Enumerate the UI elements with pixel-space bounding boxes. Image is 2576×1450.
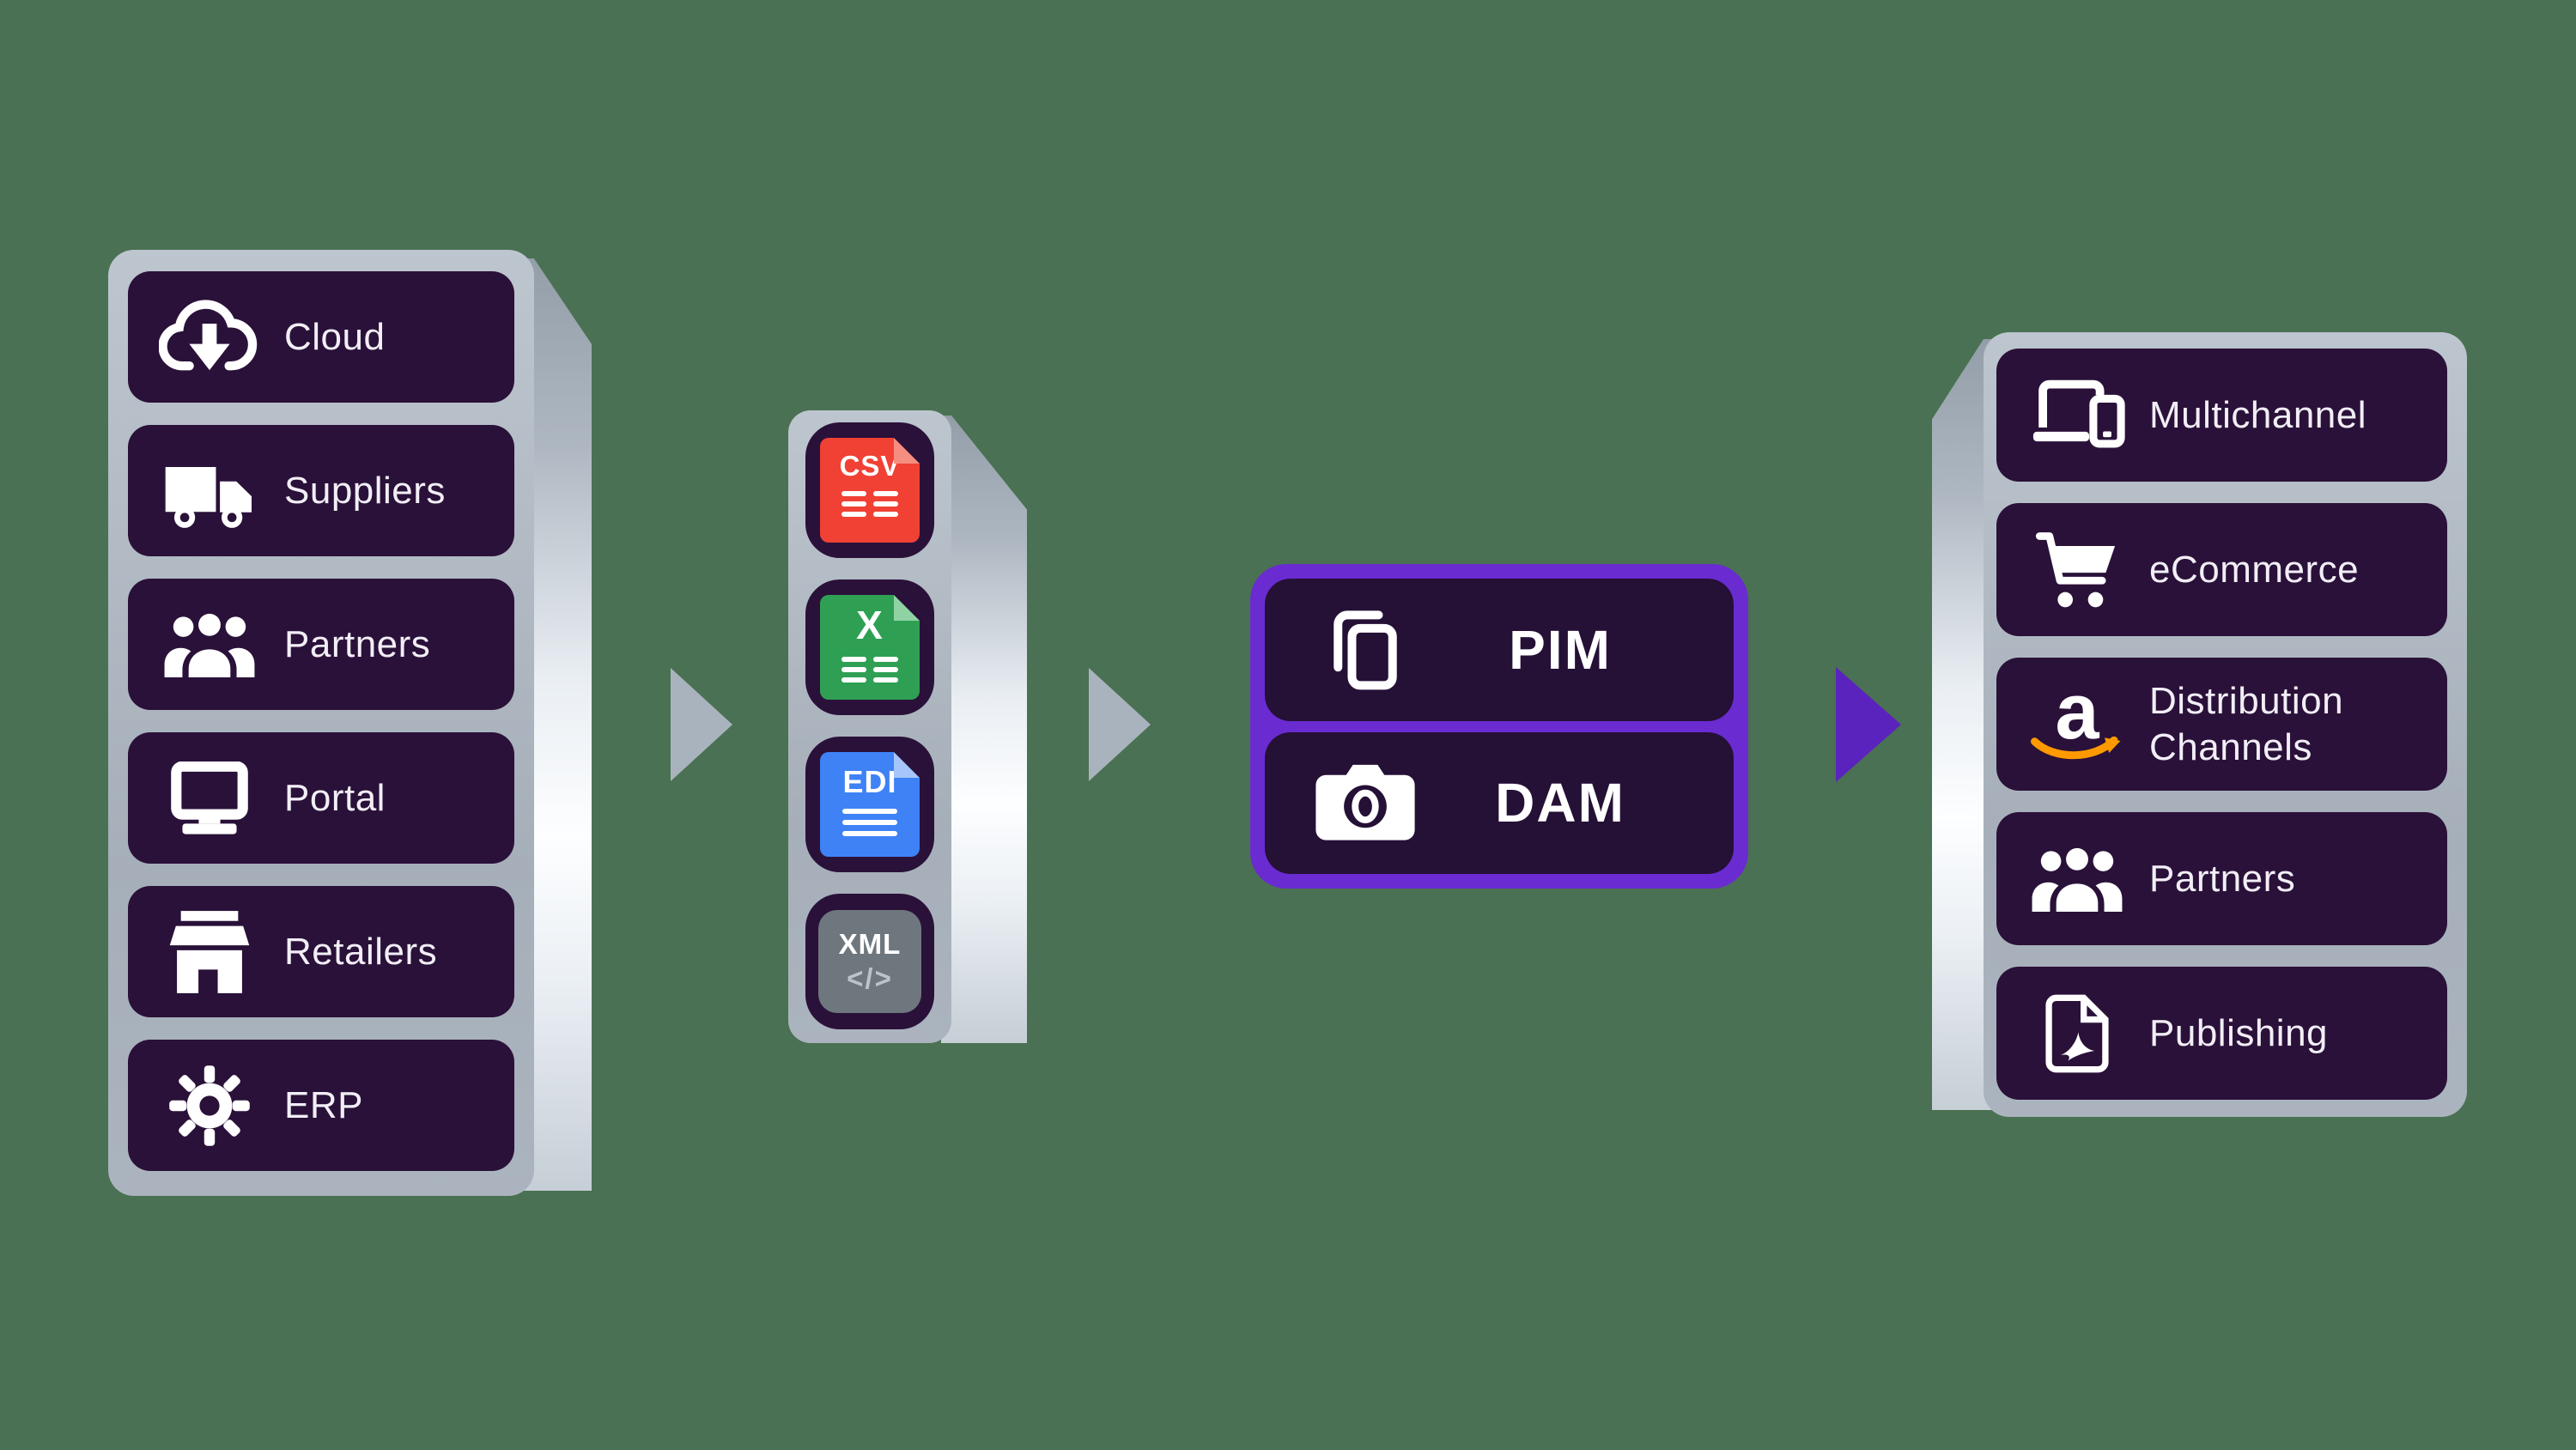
gear-icon: [145, 1065, 274, 1147]
folded-corner: [894, 595, 920, 621]
cloud-download-icon: [145, 294, 274, 380]
copy-icon: [1309, 605, 1421, 695]
formats-panel-side: [941, 416, 1027, 1043]
channels-panel-face: Multichannel eCommerce a: [1984, 332, 2467, 1117]
camera-icon: [1309, 761, 1421, 844]
amazon-letter: a: [2055, 667, 2099, 755]
channel-item-distribution: a Distribution Channels: [1996, 658, 2447, 791]
source-label: Retailers: [284, 930, 438, 973]
devices-icon: [2017, 376, 2137, 455]
shopping-cart-icon: [2017, 531, 2137, 610]
flow-arrow-right-icon: [1836, 667, 1901, 782]
people-icon: [2017, 845, 2137, 913]
format-tile-xml: XML </>: [805, 894, 934, 1029]
csv-file-icon: CSV: [820, 438, 920, 543]
csv-text-lines: [841, 491, 898, 517]
flow-arrow-right-icon: [1089, 668, 1151, 781]
channel-item-partners: Partners: [1996, 812, 2447, 945]
formats-panel: CSV X: [788, 410, 1027, 1043]
amazon-icon: a: [2017, 667, 2137, 765]
csv-label: CSV: [839, 450, 901, 482]
edi-label: EDI: [842, 764, 897, 799]
excel-label: X: [856, 603, 884, 647]
people-icon: [145, 610, 274, 679]
source-item-suppliers: Suppliers: [128, 425, 514, 556]
source-item-partners: Partners: [128, 579, 514, 710]
source-label: Portal: [284, 776, 386, 819]
source-item-portal: Portal: [128, 732, 514, 864]
dam-label: DAM: [1495, 772, 1625, 834]
channel-item-ecommerce: eCommerce: [1996, 503, 2447, 636]
truck-icon: [145, 451, 274, 531]
flow-arrow-right-icon: [671, 668, 732, 781]
sources-panel: Cloud Suppliers: [108, 250, 592, 1196]
monitor-icon: [145, 761, 274, 835]
channel-label: Multichannel: [2149, 393, 2367, 436]
edi-file-icon: EDI: [820, 752, 920, 857]
format-tile-csv: CSV: [805, 422, 934, 558]
xml-code-glyph: </>: [847, 962, 893, 994]
channels-panel: Multichannel eCommerce a: [1932, 332, 2467, 1117]
channel-label: Partners: [2149, 857, 2296, 900]
source-label: Suppliers: [284, 469, 446, 512]
amazon-smile-arrow: [2031, 737, 2121, 760]
xml-code-icon: XML </>: [818, 910, 921, 1013]
pdf-icon: [2017, 990, 2137, 1077]
channel-label: Publishing: [2149, 1011, 2329, 1054]
core-system-block: PIM DAM: [1250, 564, 1748, 889]
xml-label: XML: [838, 928, 902, 960]
folded-corner: [894, 438, 920, 464]
channel-item-publishing: Publishing: [1996, 967, 2447, 1100]
sources-panel-face: Cloud Suppliers: [108, 250, 534, 1196]
pim-label: PIM: [1509, 618, 1612, 681]
source-item-cloud: Cloud: [128, 271, 514, 403]
source-item-erp: ERP: [128, 1040, 514, 1171]
storefront-icon: [145, 910, 274, 993]
edi-text-lines: [842, 809, 897, 836]
pim-row: PIM: [1265, 579, 1734, 721]
format-tile-edi: EDI: [805, 737, 934, 872]
channel-item-multichannel: Multichannel: [1996, 349, 2447, 482]
channel-label: Distribution Channels: [2149, 679, 2344, 768]
channel-label: eCommerce: [2149, 548, 2360, 591]
formats-panel-face: CSV X: [788, 410, 951, 1043]
excel-text-lines: [841, 657, 898, 683]
source-item-retailers: Retailers: [128, 886, 514, 1017]
dam-row: DAM: [1265, 731, 1734, 874]
format-tile-excel: X: [805, 579, 934, 715]
excel-file-icon: X: [820, 595, 920, 700]
sources-panel-side: [523, 258, 592, 1191]
folded-corner: [894, 752, 920, 778]
source-label: ERP: [284, 1083, 363, 1126]
source-label: Cloud: [284, 315, 386, 358]
source-label: Partners: [284, 622, 431, 665]
